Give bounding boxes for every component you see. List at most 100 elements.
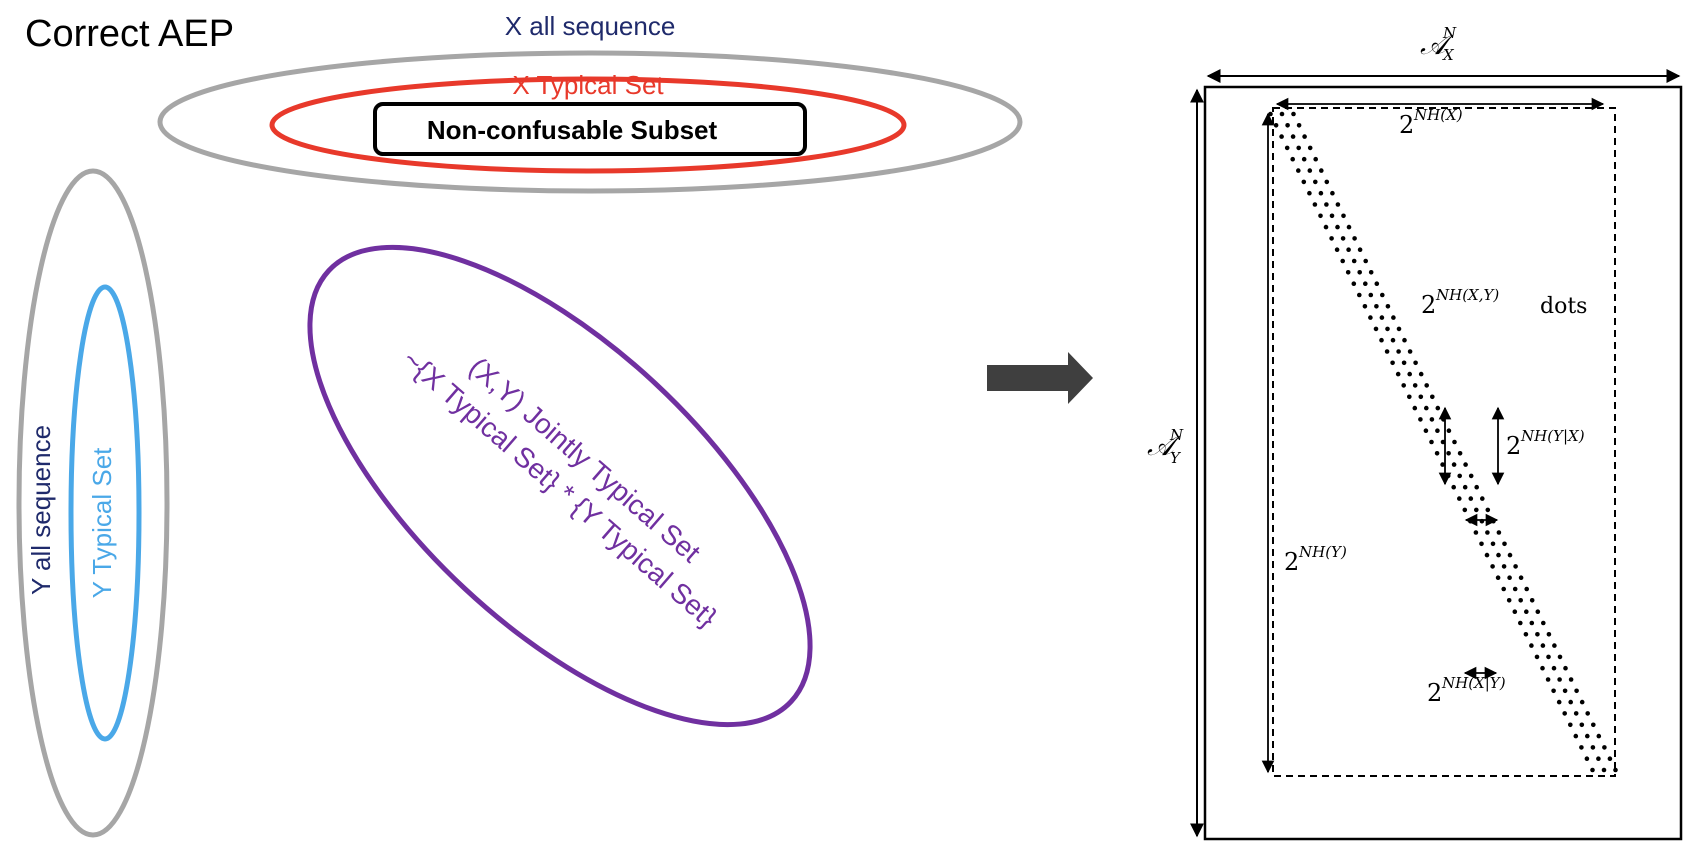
typical-pair-dot xyxy=(1585,711,1590,716)
typical-pair-dot xyxy=(1318,213,1323,219)
typical-pair-dot xyxy=(1534,654,1540,660)
typical-pair-dot xyxy=(1434,451,1440,456)
typical-pair-dot xyxy=(1545,677,1551,682)
typical-pair-dot xyxy=(1474,484,1479,490)
x-typical-set-label: X Typical Set xyxy=(512,70,664,100)
svg-text:Y: Y xyxy=(1170,449,1182,467)
typical-pair-dot xyxy=(1579,722,1585,728)
typical-pair-dot xyxy=(1330,190,1335,196)
typical-pair-dot xyxy=(1541,620,1546,626)
typical-pair-dot xyxy=(1573,733,1579,739)
svg-text:X: X xyxy=(1442,46,1455,64)
hx-given-y-label: 2 NH(X|Y) xyxy=(1427,674,1506,707)
typical-pair-dot xyxy=(1596,733,1602,739)
typical-pair-dot xyxy=(1468,473,1474,479)
typical-pair-dot xyxy=(1268,111,1273,117)
typical-pair-dot xyxy=(1523,632,1529,637)
typical-pair-dot xyxy=(1462,484,1468,490)
jointly-typical-set-label: (X,Y) Jointly Typical Set xyxy=(463,351,706,568)
typical-pair-dot xyxy=(1512,609,1518,614)
typical-pair-dot xyxy=(1457,496,1462,501)
typical-pair-dot xyxy=(1451,462,1457,467)
typical-pair-dot xyxy=(1424,405,1429,411)
typical-pair-dot xyxy=(1490,541,1496,547)
typical-pair-dot xyxy=(1279,134,1284,139)
typical-pair-dot xyxy=(1452,439,1457,445)
typical-pair-dot xyxy=(1562,711,1567,716)
svg-text:2: 2 xyxy=(1399,111,1414,139)
typical-pair-dot xyxy=(1585,733,1590,739)
typical-pair-dot xyxy=(1412,405,1418,411)
jointly-typical-set-ellipse xyxy=(307,244,813,728)
typical-pair-dot xyxy=(1473,530,1479,535)
typical-pair-dot xyxy=(1362,304,1368,309)
typical-pair-dot xyxy=(1557,677,1562,682)
svg-text:NH(X,Y): NH(X,Y) xyxy=(1435,286,1499,304)
typical-pair-dot xyxy=(1341,213,1346,219)
typical-pair-dot xyxy=(1446,451,1451,456)
typical-pair-dot xyxy=(1307,168,1313,173)
typical-pair-dot xyxy=(1446,428,1452,434)
typical-pair-dot xyxy=(1463,462,1468,467)
typical-pair-dot xyxy=(1390,360,1395,366)
typical-pair-dot xyxy=(1512,586,1518,592)
typical-pair-dot xyxy=(1468,496,1474,501)
svg-text:NH(Y|X): NH(Y|X) xyxy=(1520,427,1585,445)
svg-text:NH(Y): NH(Y) xyxy=(1298,543,1347,561)
typical-pair-dot xyxy=(1373,326,1379,332)
typical-pair-dot xyxy=(1429,439,1434,445)
typical-pair-dot xyxy=(1568,722,1573,728)
typical-pair-dot xyxy=(1484,552,1490,558)
typical-pair-dot xyxy=(1424,383,1429,388)
non-confusable-subset-box xyxy=(373,102,807,156)
typical-pair-dot xyxy=(1351,281,1357,287)
typical-pair-dot xyxy=(1312,202,1318,207)
typical-pair-dot xyxy=(1551,665,1557,671)
typical-pair-dot xyxy=(1296,145,1301,151)
typical-pair-dot xyxy=(1546,654,1551,660)
typical-pair-dot xyxy=(1385,304,1391,309)
typical-pair-dot xyxy=(1540,665,1545,671)
typical-pair-dot xyxy=(1302,134,1307,139)
typical-pair-dot xyxy=(1313,179,1318,185)
x-typical-set-ellipse xyxy=(269,76,907,174)
typical-pair-dot xyxy=(1284,145,1290,151)
typical-pair-dot xyxy=(1296,123,1302,128)
typical-pair-dot xyxy=(1573,711,1579,716)
typical-pair-dot xyxy=(1363,281,1368,287)
typical-pair-dot xyxy=(1396,326,1402,332)
typical-pair-dot xyxy=(1395,371,1401,377)
svg-text:NH(X|Y): NH(X|Y) xyxy=(1441,674,1506,692)
typical-pair-dot xyxy=(1329,213,1335,219)
typical-pair-dot xyxy=(1401,383,1406,388)
typical-pair-dot xyxy=(1518,598,1523,603)
hy-given-x-label: 2 NH(Y|X) xyxy=(1506,427,1585,460)
typical-pair-dot xyxy=(1556,699,1562,705)
typical-pair-dot xyxy=(1351,258,1357,264)
typical-pair-dot xyxy=(1563,665,1568,671)
typical-pair-dot xyxy=(1340,236,1346,241)
typical-pair-dot xyxy=(1418,371,1424,377)
typical-pair-dot xyxy=(1285,123,1290,128)
typical-pair-dot xyxy=(1407,371,1412,377)
ax-label: 𝒜 N X xyxy=(1420,24,1457,64)
outer-box xyxy=(1203,85,1683,841)
typical-pair-dot xyxy=(1613,767,1618,773)
typical-pair-dot xyxy=(1529,598,1535,603)
typical-pair-dot xyxy=(1346,224,1352,230)
typical-pair-dot xyxy=(1323,224,1329,230)
svg-text:N: N xyxy=(1169,426,1184,444)
hx-label: 2 NH(X) xyxy=(1399,106,1463,139)
typical-pair-dot xyxy=(1340,258,1345,264)
typical-pair-dot xyxy=(1301,179,1307,185)
typical-pair-dot xyxy=(1501,586,1506,592)
hy-label: 2 NH(Y) xyxy=(1284,543,1347,576)
typical-pair-dot xyxy=(1273,123,1279,128)
typical-pair-dot xyxy=(1496,530,1502,535)
typical-pair-dot xyxy=(1607,756,1613,761)
typical-pair-dot xyxy=(1335,202,1341,207)
typical-pair-dot xyxy=(1462,507,1468,513)
typical-pair-dot xyxy=(1324,179,1330,185)
typical-pair-dot xyxy=(1357,292,1362,298)
